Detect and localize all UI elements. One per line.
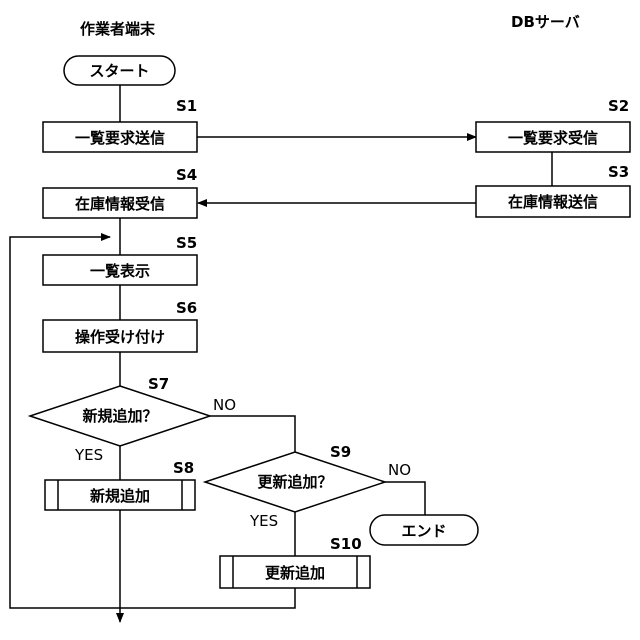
step-label-s6: S6 [176, 299, 197, 317]
line-s7-no [210, 416, 295, 452]
branch-label-s9-no: NO [388, 461, 411, 479]
step-label-s9: S9 [330, 443, 351, 461]
process-label-s10: 更新追加 [265, 564, 325, 582]
process-label-s3: 在庫情報送信 [508, 193, 598, 211]
step-label-s10: S10 [330, 535, 362, 553]
header-db-server: DBサーバ [511, 13, 580, 31]
step-label-s7: S7 [148, 375, 169, 393]
branch-label-s7-yes: YES [74, 446, 103, 464]
process-label-s4: 在庫情報受信 [75, 195, 165, 213]
step-label-s3: S3 [608, 163, 629, 181]
step-label-s8: S8 [173, 459, 194, 477]
header-terminal: 作業者端末 [80, 20, 156, 38]
step-label-s5: S5 [176, 234, 197, 252]
step-label-s1: S1 [176, 97, 197, 115]
process-label-s1: 一覧要求送信 [75, 129, 165, 147]
branch-label-s9-yes: YES [249, 512, 278, 530]
end-label: エンド [401, 522, 446, 540]
decision-label-s7: 新規追加？ [82, 407, 157, 425]
process-label-s2: 一覧要求受信 [508, 129, 598, 147]
branch-label-s7-no: NO [213, 396, 236, 414]
line-s9-no [385, 482, 425, 515]
process-label-s5: 一覧表示 [90, 262, 150, 280]
process-label-s6: 操作受け付け [75, 328, 165, 346]
process-label-s8: 新規追加 [90, 487, 150, 505]
step-label-s2: S2 [608, 97, 629, 115]
start-label: スタート [89, 62, 149, 80]
decision-label-s9: 更新追加？ [257, 473, 332, 491]
step-label-s4: S4 [176, 166, 197, 184]
